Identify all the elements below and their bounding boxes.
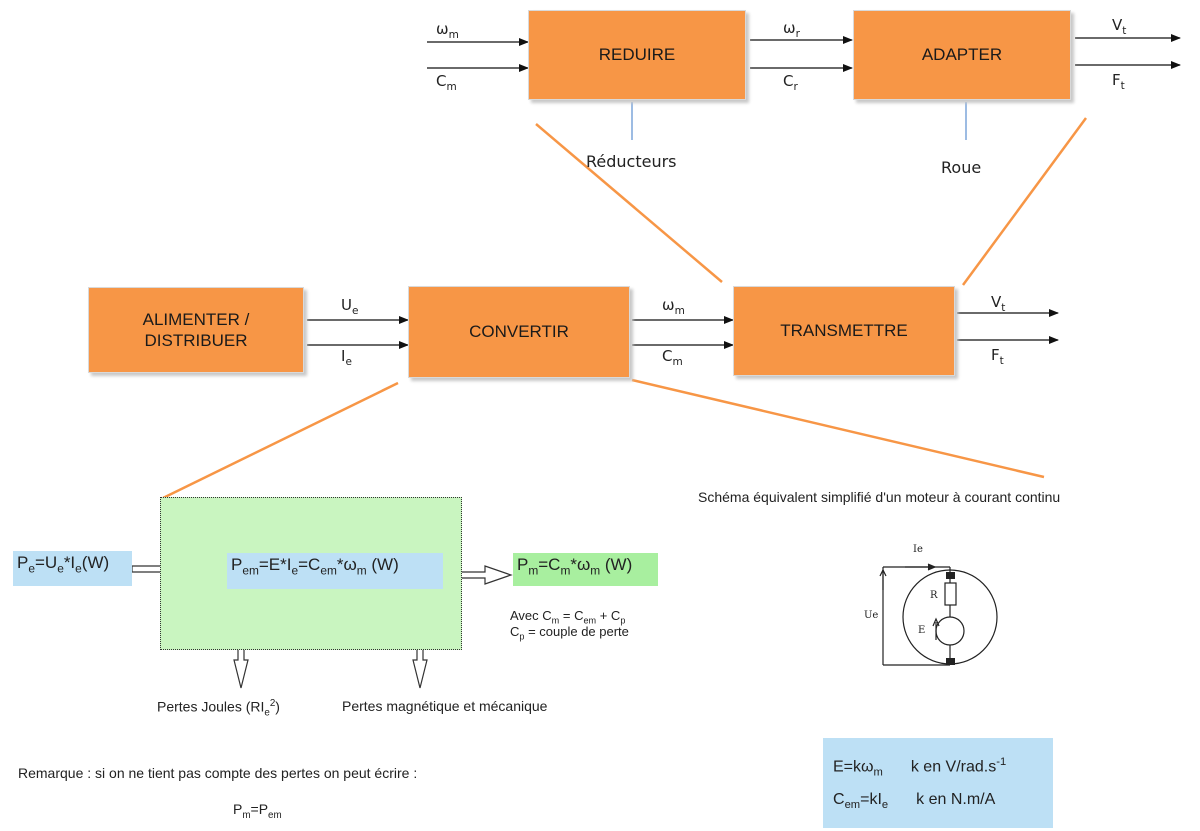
note-cm-line1: Avec Cm = Cem + Cp	[510, 608, 626, 626]
circuit-label-e: E	[918, 625, 926, 636]
signal-cm-top: Cm	[436, 72, 457, 93]
remark-text: Remarque : si on ne tient pas compte des…	[18, 765, 418, 781]
block-alimenter-distribuer: ALIMENTER / DISTRIBUER	[88, 287, 304, 373]
circuit-terminal-bottom	[946, 658, 955, 665]
signal-ue: Ue	[341, 296, 359, 317]
label-roue: Roue	[941, 158, 982, 177]
signal-vt-mid: Vt	[991, 293, 1006, 314]
block-reduire: REDUIRE	[528, 10, 746, 100]
remark-equation: Pm=Pem	[233, 801, 282, 821]
schema-title: Schéma équivalent simplifié d'un moteur …	[698, 489, 1061, 505]
circuit-label-r: R	[930, 590, 938, 601]
motor-circuit	[879, 563, 998, 666]
block-transmettre: TRANSMETTRE	[733, 286, 955, 376]
block-adapter: ADAPTER	[853, 10, 1071, 100]
zoom-line-bottom-left	[162, 381, 399, 500]
signal-ie: Ie	[341, 347, 352, 368]
zoom-line-top-left	[535, 123, 723, 283]
signal-ft-top: Ft	[1112, 71, 1125, 92]
note-cm-line2: Cp = couple de perte	[510, 624, 629, 642]
signal-omega-m-mid: ωm	[662, 296, 685, 317]
signal-omega-m-top: ωm	[436, 20, 459, 41]
circuit-terminal-top	[946, 572, 955, 579]
signal-omega-r: ωr	[783, 19, 800, 40]
formula-pem: Pem=E*Ie=Cem*ωm (W)	[227, 553, 443, 589]
formula-pe: Pe=Ue*Ie(W)	[13, 551, 132, 586]
zoom-line-top-right	[961, 117, 1088, 286]
label-reducteurs: Réducteurs	[586, 152, 677, 171]
zoom-line-bottom-right	[631, 378, 1045, 479]
signal-ft-mid: Ft	[991, 346, 1004, 367]
formula-pm: Pm=Cm*ωm (W)	[513, 553, 658, 586]
label-pertes-joules: Pertes Joules (RIe2)	[157, 698, 280, 719]
circuit-label-ie: Ie	[913, 544, 923, 555]
circuit-label-ue: Ue	[864, 610, 879, 621]
signal-cr: Cr	[783, 72, 798, 93]
block-convertir: CONVERTIR	[408, 286, 630, 378]
signal-vt-top: Vt	[1112, 16, 1127, 37]
label-pertes-magnetiques: Pertes magnétique et mécanique	[342, 698, 548, 714]
signal-cm-mid: Cm	[662, 347, 683, 368]
